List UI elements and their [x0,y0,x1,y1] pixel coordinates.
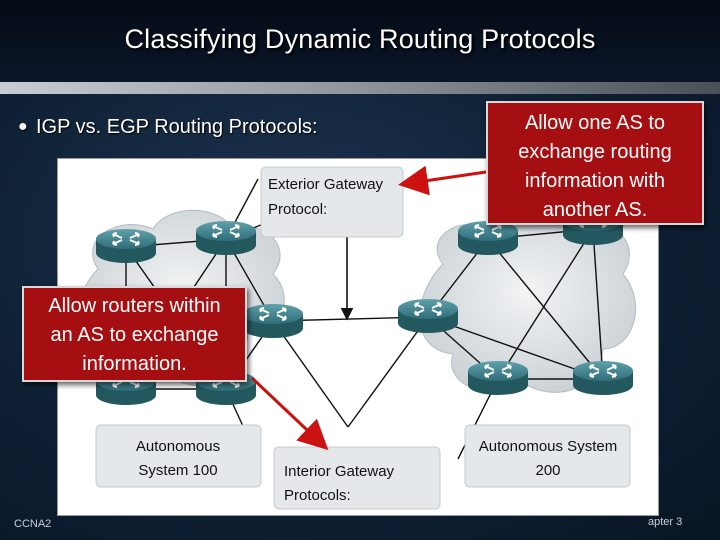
title-bar [0,0,720,82]
igp-callout-line: Allow routers within [48,295,221,317]
slide-title: Classifying Dynamic Routing Protocols [124,24,596,54]
egp-callout-line: exchange routing [518,141,672,163]
igp-callout-arrow [250,376,329,451]
egp-callout: Allow one AS to exchange routing informa… [486,101,704,225]
as200-label-box [464,424,631,488]
igp-callout-line: information. [82,353,187,375]
as200-label-line1: Autonomous System [479,438,617,455]
igp-label-box [273,446,441,510]
as100-label-line2: System 100 [138,462,217,479]
bullet-text: IGP vs. EGP Routing Protocols: [36,116,318,138]
as100-label-box [95,424,262,488]
egp-callout-line: Allow one AS to [524,112,666,134]
egp-label-box [260,166,404,238]
igp-callout: Allow routers within an AS to exchange i… [22,286,247,382]
igp-callout-line: an AS to exchange [50,324,219,346]
egp-callout-line: another AS. [542,199,648,221]
igp-label-line2: Protocols: [284,487,351,504]
egp-label-line1: Exterior Gateway [268,176,384,193]
egp-callout-arrow [398,165,487,196]
bullet-dot-icon: ● [18,118,28,135]
as200-label-line2: 200 [535,462,560,479]
footer-course: CCNA2 [14,518,52,530]
bullet-item: ● IGP vs. EGP Routing Protocols: [18,116,318,139]
egp-label-line2: Protocol: [268,201,327,218]
egp-callout-line: information with [524,170,666,192]
igp-label-line1: Interior Gateway [284,463,395,480]
title-divider [0,82,720,94]
footer-chapter: apter 3 [648,516,683,528]
as100-label-line1: Autonomous [136,438,220,455]
